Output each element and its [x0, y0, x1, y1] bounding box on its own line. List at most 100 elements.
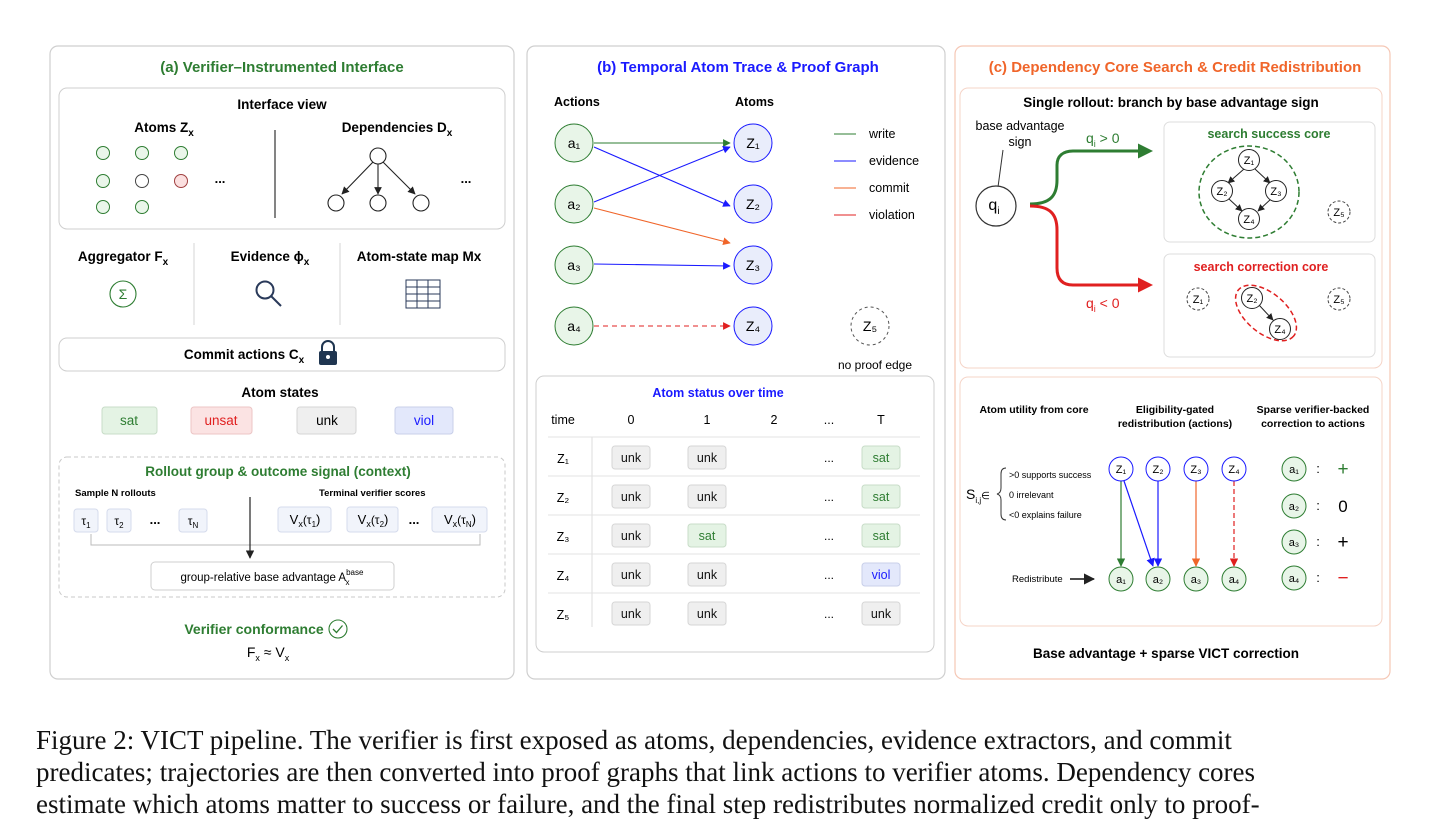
terminal-scores-label: Terminal verifier scores	[319, 488, 426, 499]
svg-text:Z₅: Z₅	[1333, 294, 1344, 306]
svg-text::: :	[1316, 498, 1320, 513]
atom-nodes: Z₁ Z₂ Z₃ Z₄ Z₅	[733, 123, 890, 346]
atom-dot	[96, 146, 110, 160]
svg-text:a₄: a₄	[567, 318, 581, 334]
success-core-outline	[1198, 145, 1300, 239]
status-chip	[611, 484, 651, 509]
svg-text::: :	[1316, 461, 1320, 476]
state-viol: viol	[414, 413, 434, 428]
conformance-label: Verifier conformance	[184, 621, 323, 637]
atom-dot	[135, 146, 149, 160]
interface-view-label: Interface view	[237, 97, 327, 112]
status-chip	[861, 484, 901, 509]
branch-negative	[1029, 204, 1153, 293]
action-nodes: a₁ a₂ a₃ a₄	[554, 123, 594, 346]
svg-text:Z₂: Z₂	[1217, 186, 1228, 198]
svg-text:a₂: a₂	[1153, 574, 1163, 586]
status-value: unk	[621, 529, 642, 543]
sign-a4: −	[1337, 568, 1348, 589]
panel-b: (b) Temporal Atom Trace & Proof Graph Ac…	[526, 45, 946, 680]
svg-text:Z₄: Z₄	[1274, 324, 1286, 336]
svg-text:a₂: a₂	[567, 196, 580, 212]
status-chip	[687, 445, 727, 470]
svg-text:write: write	[868, 127, 895, 141]
status-value: unk	[697, 451, 718, 465]
svg-text:>0 supports success: >0 supports success	[1009, 470, 1092, 480]
conformance-equation: Fx ≈ Vx	[247, 644, 290, 663]
edge-evidence	[593, 262, 731, 270]
svg-text:Z₁: Z₁	[1116, 464, 1127, 476]
svg-text:a₃: a₃	[567, 257, 581, 273]
svg-text:τ1: τ1	[81, 514, 91, 530]
panel-b-title: (b) Temporal Atom Trace & Proof Graph	[597, 59, 879, 76]
svg-text:a₁: a₁	[1116, 574, 1126, 586]
atom-grid	[96, 146, 188, 214]
status-chip	[861, 523, 901, 548]
atom-dot	[96, 174, 110, 188]
sign-a3: +	[1337, 532, 1348, 553]
atom-state-map-label: Atom-state map Mx	[357, 249, 482, 264]
sigma-icon	[109, 280, 137, 308]
action-node	[554, 245, 594, 285]
svg-text::: :	[1316, 534, 1320, 549]
sparse-corrections: a₁ : + a₂ : 0 a₃ : + a₄ : −	[1281, 456, 1349, 591]
status-value: unk	[697, 490, 718, 504]
status-chip	[611, 445, 651, 470]
svg-text:Z₂: Z₂	[1153, 464, 1164, 476]
svg-text:τ2: τ2	[114, 514, 124, 530]
svg-text:Z₁: Z₁	[1244, 155, 1255, 167]
status-value: unk	[621, 490, 642, 504]
deps-ellipsis: ...	[461, 171, 472, 186]
svg-text:a₂: a₂	[1289, 501, 1299, 513]
row-atom-label: Z₄	[557, 569, 570, 583]
panel-c-bottom-label: Base advantage + sparse VICT correction	[1033, 646, 1299, 661]
svg-text:1: 1	[704, 413, 711, 427]
status-value: sat	[873, 451, 890, 465]
svg-text:Z₁: Z₁	[1193, 294, 1204, 306]
eligibility-atoms: Z₁ Z₂ Z₃ Z₄	[1108, 456, 1247, 482]
svg-text:a₃: a₃	[1289, 537, 1300, 549]
dependency-tree	[327, 147, 430, 212]
vict-pipeline-figure: (a) Verifier–Instrumented Interface Inte…	[49, 45, 1391, 680]
negative-label: qi < 0	[1086, 295, 1120, 314]
state-sat: sat	[120, 413, 138, 428]
commit-actions-label: Commit actions Cx	[184, 347, 305, 366]
row-ellipsis: ...	[824, 568, 834, 582]
atom-node	[733, 184, 773, 224]
caption-line: predicates; trajectories are then conver…	[36, 757, 1256, 787]
proof-edges	[593, 139, 731, 330]
status-value: unk	[697, 607, 718, 621]
q-node	[975, 185, 1017, 227]
sign-a2: 0	[1338, 497, 1347, 516]
row-atom-label: Z₃	[557, 530, 570, 544]
caption-line: Figure 2: VICT pipeline. The verifier is…	[36, 725, 1232, 755]
tau-chips: τ1 τ2 ... τN	[73, 508, 208, 533]
svg-text:commit: commit	[869, 181, 910, 195]
action-node	[554, 184, 594, 224]
status-chip	[687, 601, 727, 626]
status-value: sat	[873, 490, 890, 504]
eligibility-edges	[1116, 480, 1239, 567]
svg-text:Z₁: Z₁	[746, 135, 760, 151]
state-unk: unk	[316, 413, 338, 428]
svg-text:0 irrelevant: 0 irrelevant	[1009, 490, 1054, 500]
check-circle-icon	[328, 619, 348, 639]
state-unsat: unsat	[204, 413, 237, 428]
edge-evidence	[593, 146, 731, 203]
action-node	[554, 123, 594, 163]
panel-c: (c) Dependency Core Search & Credit Redi…	[954, 45, 1391, 680]
svg-text:Vx(τN): Vx(τN)	[444, 512, 476, 529]
svg-text:Z₄: Z₄	[746, 318, 761, 334]
status-value: unk	[871, 607, 892, 621]
status-value: unk	[621, 607, 642, 621]
svg-text:0: 0	[628, 413, 635, 427]
status-chip	[861, 445, 901, 470]
action-node	[554, 306, 594, 346]
status-chip	[861, 601, 901, 626]
svg-text:Vx(τ1): Vx(τ1)	[290, 512, 321, 529]
svg-text:Z₃: Z₃	[1190, 464, 1201, 476]
dependencies-label: Dependencies Dx	[342, 120, 453, 139]
svg-text:...: ...	[824, 413, 834, 427]
